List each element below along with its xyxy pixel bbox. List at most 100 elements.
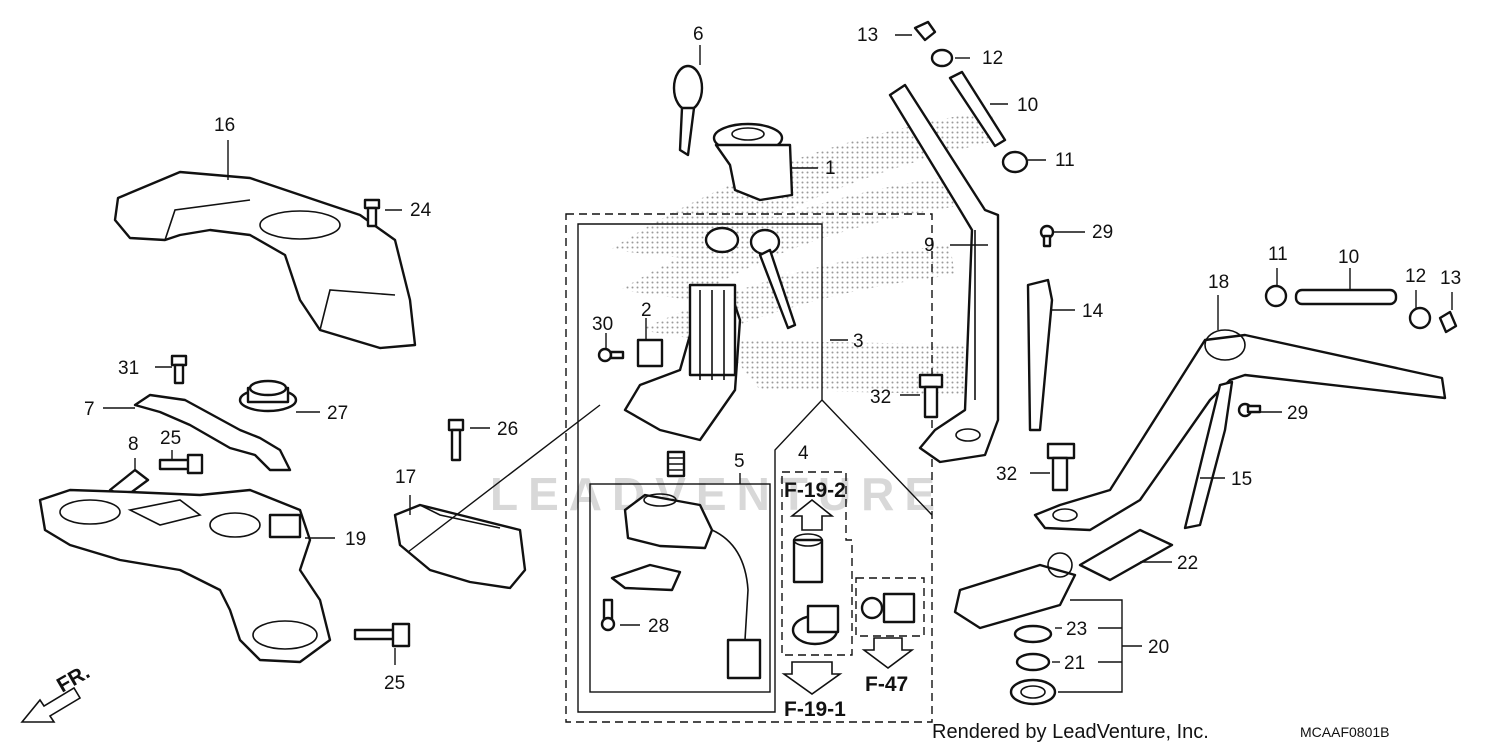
callout-24: 24 <box>410 200 432 221</box>
callout-29-upper: 29 <box>1092 222 1113 243</box>
ref-arrow-down-right <box>861 637 915 669</box>
callout-14: 14 <box>1082 301 1104 322</box>
callout-10-top: 10 <box>1017 95 1038 116</box>
ref-label-f19-2[interactable]: F-19-2 <box>784 479 846 502</box>
f47-dashed-box <box>855 577 925 637</box>
part-21-battery-cap <box>1015 652 1051 672</box>
diagram-code: MCAAF0801B <box>1300 724 1389 740</box>
key-cylinder-upper <box>792 533 824 584</box>
part-20-case-back <box>1009 678 1057 706</box>
part-20-key-fob <box>953 552 1077 630</box>
callout-12-top: 12 <box>982 48 1003 69</box>
ref-label-f19-1[interactable]: F-19-1 <box>784 698 846 721</box>
part-2-plate <box>636 338 664 368</box>
part-28-screw <box>600 598 616 632</box>
part-14-bracket <box>1026 278 1054 432</box>
callout-28: 28 <box>648 616 669 637</box>
callout-22: 22 <box>1177 553 1198 574</box>
part-3-ignition-switch <box>623 226 797 442</box>
part-7-bracket <box>133 393 292 472</box>
callout-7: 7 <box>84 399 95 420</box>
callout-labels: 6 13 12 10 11 16 24 1 9 29 14 2 30 3 31 … <box>84 24 1461 694</box>
part-24-bolt <box>363 198 381 228</box>
callout-29-lower: 29 <box>1287 403 1308 424</box>
key-cylinder-f47 <box>860 592 916 624</box>
part-10-pin-top <box>948 70 1007 148</box>
callout-30: 30 <box>592 314 613 335</box>
callout-32-lower: 32 <box>996 464 1017 485</box>
part-11-nut-top <box>1001 150 1029 174</box>
ref-arrow-down-left <box>781 661 843 695</box>
callout-11-right: 11 <box>1268 244 1288 265</box>
part-31-bolt <box>170 354 188 385</box>
callout-9: 9 <box>924 235 935 256</box>
callout-16: 16 <box>214 115 235 136</box>
part-25-bolt-lower <box>353 622 411 648</box>
watermark-text: LEADVENTURE <box>490 468 945 520</box>
part-29-screw-lower <box>1237 402 1262 418</box>
part-12-collar-right <box>1408 306 1432 330</box>
callout-20: 20 <box>1148 637 1169 658</box>
front-arrow-icon <box>20 686 82 723</box>
part-9-handlebar-left <box>888 83 1000 464</box>
part-13-clip-top <box>913 20 937 42</box>
cylinder-dashed-box <box>781 471 853 656</box>
callout-8: 8 <box>128 434 139 455</box>
part-25-bolt-upper <box>158 453 204 475</box>
callout-10-right: 10 <box>1338 247 1359 268</box>
ignition-group-boxes <box>565 213 933 723</box>
part-17-bracket <box>393 404 601 590</box>
part-19-top-bridge <box>38 488 332 664</box>
callout-2: 2 <box>641 300 652 321</box>
part-26-bolt <box>447 418 465 462</box>
spring <box>666 450 686 478</box>
callout-15: 15 <box>1231 469 1252 490</box>
callout-13-top: 13 <box>857 25 878 46</box>
ref-label-f47[interactable]: F-47 <box>865 673 908 696</box>
leader-lines <box>103 34 1453 693</box>
part-16-handlebar-cover <box>113 170 417 350</box>
part-18-handlebar-right <box>1033 329 1447 532</box>
front-label: FR. <box>53 660 94 697</box>
callout-32-upper: 32 <box>870 387 891 408</box>
part-1-switch-cover <box>712 122 794 202</box>
callout-6: 6 <box>693 24 704 45</box>
outer-dashed-box <box>565 213 933 723</box>
part-30-screw <box>597 347 625 363</box>
part-22-plate <box>1078 528 1174 582</box>
callout-17: 17 <box>395 467 416 488</box>
callout-13-right: 13 <box>1440 268 1461 289</box>
rendered-by-credit: Rendered by LeadVenture, Inc. <box>932 721 1209 743</box>
key-cylinder-lower <box>791 604 840 646</box>
part-11-nut-right <box>1264 284 1288 308</box>
part-6-key <box>672 64 704 157</box>
part-29-screw-upper <box>1039 224 1055 248</box>
callout-26: 26 <box>497 419 518 440</box>
callout-27: 27 <box>327 403 348 424</box>
part-5-switch-body <box>610 493 762 680</box>
callout-25-upper: 25 <box>160 428 181 449</box>
ref-arrow-up <box>789 498 835 531</box>
callout-25-lower: 25 <box>384 673 405 694</box>
callout-3: 3 <box>853 331 864 352</box>
part-27-nut <box>238 379 298 413</box>
part-32-bolt-upper <box>918 373 944 419</box>
part-32-bolt-lower <box>1046 442 1076 492</box>
part-23-o-ring <box>1013 624 1053 644</box>
switch-assembly-box <box>577 223 823 713</box>
callout-4: 4 <box>798 443 809 464</box>
front-direction-indicator: FR. <box>20 660 94 723</box>
switch-sub-box <box>589 483 771 693</box>
callout-12-right: 12 <box>1405 266 1426 287</box>
callout-19: 19 <box>345 529 366 550</box>
part-10-pin-right <box>1294 288 1398 306</box>
callout-1: 1 <box>825 158 836 179</box>
callout-18: 18 <box>1208 272 1229 293</box>
callout-31: 31 <box>118 358 139 379</box>
callout-23: 23 <box>1066 619 1087 640</box>
callout-21: 21 <box>1064 653 1085 674</box>
part-12-collar-top <box>930 48 954 68</box>
part-13-clip-right <box>1438 310 1458 334</box>
callout-11-top: 11 <box>1055 150 1075 171</box>
